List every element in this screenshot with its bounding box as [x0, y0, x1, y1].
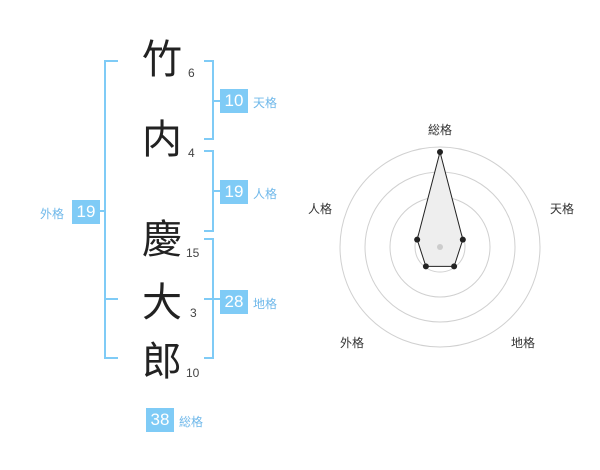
jinkaku-value: 19	[220, 180, 248, 204]
radar-axis-label-gaikaku: 外格	[340, 336, 365, 350]
radar-point-0	[437, 149, 443, 155]
radar-point-2	[451, 263, 458, 270]
soukaku-label: 総格	[179, 415, 204, 429]
gaikaku-value: 19	[72, 200, 100, 224]
name-char-4: 大	[142, 280, 182, 326]
radar-axis-label-chikaku: 地格	[511, 336, 536, 350]
name-char-1: 竹	[142, 37, 182, 83]
radar-axis-label-tenkaku: 天格	[550, 202, 575, 216]
gaikaku-mid-tick	[104, 298, 118, 300]
chikaku-mid-tick	[204, 298, 214, 300]
name-char-5: 郎	[142, 339, 182, 385]
name-char-2: 内	[142, 117, 182, 163]
stroke-count-5: 10	[186, 366, 200, 380]
radar-axis-label-soukaku: 総格	[428, 123, 453, 137]
radar-axis-label-jinkaku: 人格	[308, 202, 333, 216]
radar-point-3	[422, 263, 429, 270]
radar-ring-4	[339, 146, 541, 348]
stroke-count-3: 15	[186, 246, 200, 260]
chikaku-label: 地格	[253, 297, 278, 311]
name-char-3: 慶	[142, 217, 182, 263]
radar-center	[437, 244, 443, 250]
jinkaku-tick	[213, 190, 220, 192]
stroke-count-1: 6	[188, 66, 195, 80]
soukaku-value: 38	[146, 408, 174, 432]
jinkaku-label: 人格	[253, 187, 278, 201]
stroke-count-4: 3	[190, 306, 197, 320]
radar-point-4	[414, 236, 421, 243]
stroke-count-2: 4	[188, 146, 195, 160]
tenkaku-label: 天格	[253, 96, 278, 110]
gaikaku-label: 外格	[40, 207, 65, 221]
chikaku-value: 28	[220, 290, 248, 314]
radar-polygon	[416, 150, 464, 267]
tenkaku-tick	[213, 100, 220, 102]
tenkaku-value: 10	[220, 89, 248, 113]
chikaku-tick	[213, 298, 220, 300]
radar-point-1	[459, 236, 466, 243]
gaikaku-tick	[98, 210, 106, 212]
gaikaku-bracket	[104, 60, 118, 359]
